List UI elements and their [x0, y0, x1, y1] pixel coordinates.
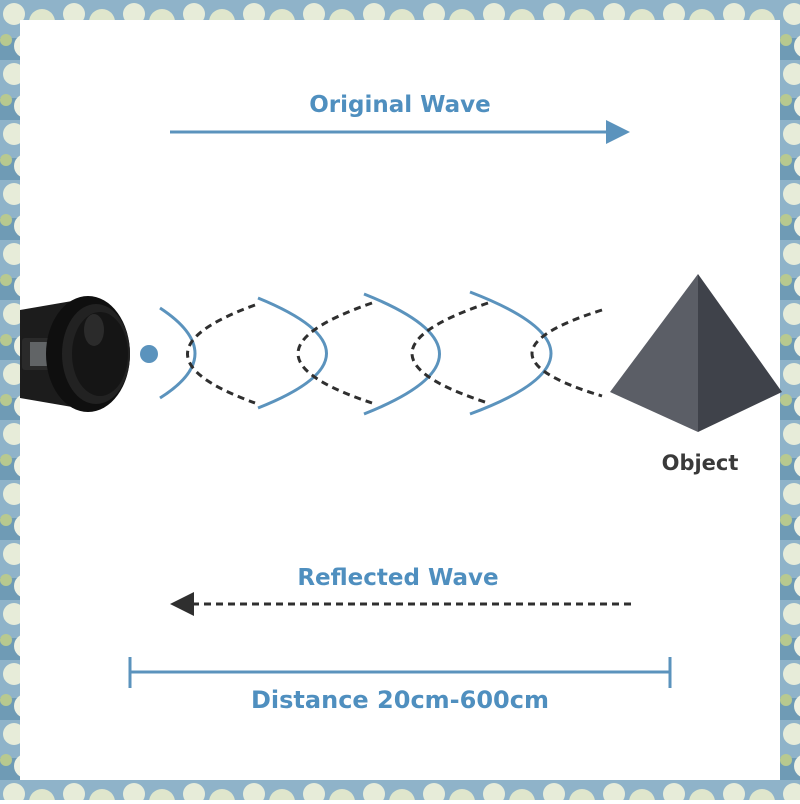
reflected-wave-arc: [532, 310, 602, 396]
ultrasonic-sensor: [20, 296, 130, 412]
object-pyramid: [610, 274, 782, 432]
reflected-waves: [188, 303, 603, 403]
original-wave-label: Original Wave: [309, 92, 491, 118]
reflected-wave-label: Reflected Wave: [297, 565, 498, 591]
reflected-wave-arc: [298, 303, 372, 403]
reflected-wave-arc: [412, 303, 488, 403]
outgoing-wave-arc: [470, 292, 551, 414]
original-wave-arrow: [170, 120, 630, 144]
distance-label: Distance 20cm-600cm: [251, 686, 549, 714]
emitter-dot: [140, 345, 158, 363]
outgoing-wave-arc: [258, 298, 327, 408]
reflected-wave-arc: [188, 305, 256, 403]
object-label: Object: [662, 451, 739, 475]
distance-bracket: [130, 657, 670, 688]
reflected-wave-arrow: [170, 592, 632, 616]
outgoing-wave-arc: [364, 294, 440, 414]
outgoing-wave-arc: [160, 308, 195, 398]
